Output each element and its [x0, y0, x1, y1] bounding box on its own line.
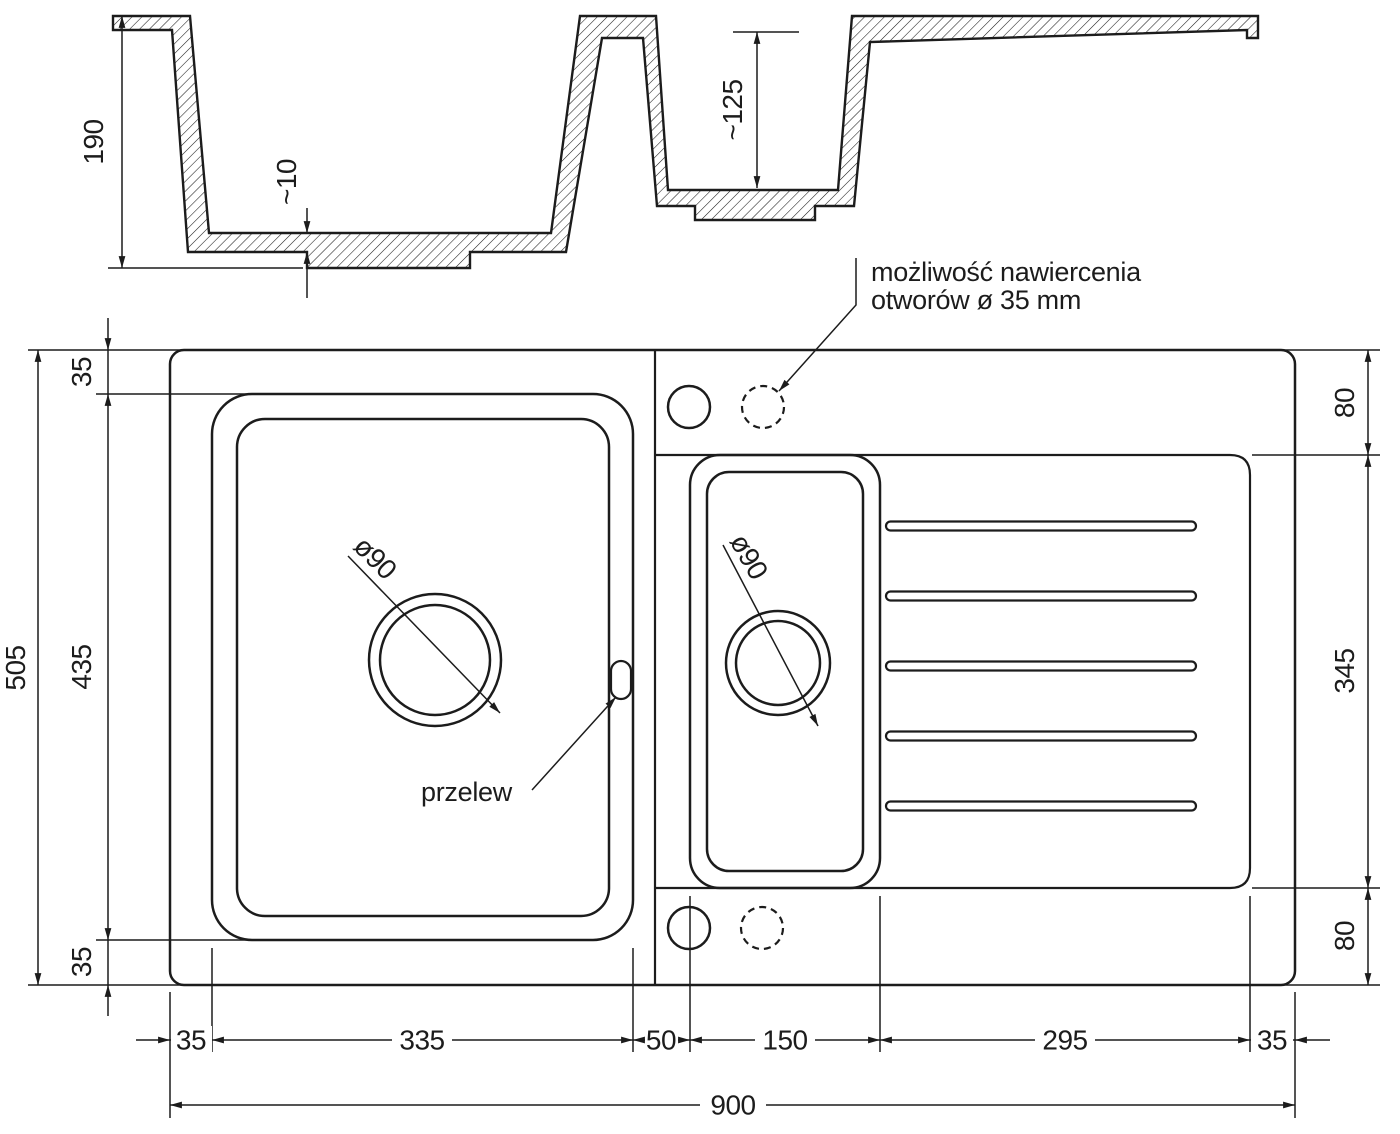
overflow-annotation: przelew — [421, 696, 617, 807]
dim-base-thickness: ~10 — [271, 159, 311, 298]
small-drain-outer-ring — [724, 609, 832, 717]
dim-295-label: 295 — [1042, 1025, 1087, 1056]
dim-50-label: 50 — [646, 1025, 676, 1056]
dim-335-label: 335 — [399, 1025, 444, 1056]
dim-35-right-label: 35 — [1257, 1025, 1287, 1056]
optional-hole-top — [740, 384, 786, 430]
small-drain-inner-ring — [734, 619, 822, 707]
dim-80-top-label: 80 — [1329, 388, 1360, 418]
dim-35-bottom-label: 35 — [66, 947, 97, 977]
dimensions-bottom: 35 335 50 150 295 35 900 — [136, 896, 1330, 1121]
dim-190-label: 190 — [78, 119, 109, 164]
dim-35-top-label: 35 — [66, 357, 97, 387]
sink-outline — [168, 348, 1297, 987]
drain-diameter-main-label: ø90 — [348, 530, 403, 585]
main-bowl-outer — [210, 392, 635, 942]
dimensions-left: 505 35 435 35 — [0, 318, 252, 1016]
small-bowl-inner — [705, 470, 865, 873]
main-drain-outer-ring — [367, 592, 503, 728]
overflow-label: przelew — [421, 777, 513, 807]
drill-note-line1: możliwość nawiercenia — [871, 257, 1142, 287]
drain-area-outline — [655, 453, 1252, 890]
dim-125-label: ~125 — [717, 79, 748, 140]
dim-depth-small: ~125 — [717, 31, 799, 188]
dim-35-left-label: 35 — [176, 1025, 206, 1056]
section-body — [111, 14, 1260, 270]
dim-150-label: 150 — [762, 1025, 807, 1056]
main-drain-inner-ring — [378, 603, 492, 717]
dim-80-bottom-label: 80 — [1329, 921, 1360, 951]
drain-annotations: ø90 ø90 — [347, 529, 819, 727]
drain-diameter-small-label: ø90 — [724, 529, 774, 585]
section-view: 190 ~10 ~125 — [78, 14, 1260, 298]
drill-note: możliwość nawiercenia otworów ø 35 mm — [778, 257, 1142, 392]
dim-10-label: ~10 — [271, 159, 302, 205]
dim-505-label: 505 — [0, 645, 31, 690]
faucet-hole-top — [666, 384, 712, 430]
dim-depth-main: 190 — [78, 16, 303, 269]
dim-900-label: 900 — [710, 1090, 755, 1121]
drainboard-grooves — [884, 520, 1198, 812]
drill-note-line2: otworów ø 35 mm — [871, 285, 1081, 315]
overflow-slot — [609, 659, 633, 701]
main-bowl-inner — [235, 417, 611, 918]
dim-345-label: 345 — [1329, 648, 1360, 693]
small-bowl-outer — [688, 453, 882, 890]
optional-hole-bottom — [739, 905, 785, 951]
plan-view — [168, 348, 1297, 987]
dim-435-label: 435 — [66, 644, 97, 689]
faucet-hole-bottom — [666, 905, 712, 951]
dimensions-right: 80 345 80 — [1252, 349, 1380, 986]
